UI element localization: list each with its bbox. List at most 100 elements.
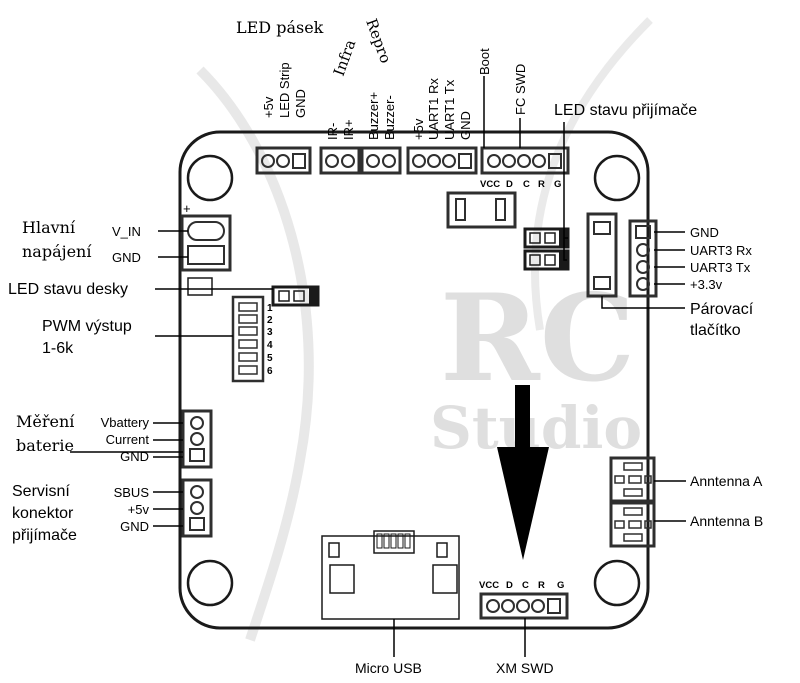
title-line: konektor xyxy=(12,505,74,522)
pwm-numbers: 1 2 3 4 5 6 xyxy=(267,303,273,377)
pin-label: UART3 Rx xyxy=(690,243,752,258)
swd-pin-label: VCC xyxy=(479,580,499,591)
pin-label: Buzzer- xyxy=(382,95,397,140)
board-led-label: LED stavu desky xyxy=(8,281,128,298)
pin-label: UART1 Rx xyxy=(426,78,441,140)
power-pads: + xyxy=(180,201,232,272)
power-title: Hlavní napájení xyxy=(22,218,92,261)
pwm-channel-number: 3 xyxy=(267,327,273,338)
antenna-b-label: Anntenna B xyxy=(690,513,763,529)
watermark: RC Studio xyxy=(196,17,653,642)
pin-label: GND xyxy=(293,89,308,118)
infra-pin-labels: IR- IR+ xyxy=(325,119,356,140)
title-line: Párovací xyxy=(690,301,754,318)
pwm-channel-number: 6 xyxy=(267,366,273,377)
swd-pin-label: G xyxy=(557,580,564,591)
mounting-hole xyxy=(186,559,234,607)
buzzer-pin-labels: Buzzer+ Buzzer- xyxy=(366,92,397,140)
watermark-rc: RC xyxy=(440,268,635,409)
pin-label: GND xyxy=(690,225,719,240)
antenna-a-label: Anntenna A xyxy=(690,473,763,489)
sbus-connector xyxy=(181,478,213,538)
title-line: napájení xyxy=(22,242,92,261)
led-strip-pin-labels: +5v LED Strip GND xyxy=(261,62,308,118)
watermark-swoosh xyxy=(196,66,314,642)
swd-pin-label: D xyxy=(506,580,513,591)
pin-label: Vbattery xyxy=(101,415,150,430)
antenna-b-connector xyxy=(609,501,656,548)
pin-label: GND xyxy=(112,250,141,265)
service-pin-labels: SBUS +5v GND xyxy=(114,485,150,534)
pin-label: +5v xyxy=(261,96,276,118)
battery-title: Měření baterie xyxy=(16,412,75,455)
pin-label: GND xyxy=(458,111,473,140)
led-strip-connector xyxy=(255,146,312,175)
title-line: 1-6k xyxy=(42,340,74,357)
pin-label: GND xyxy=(120,449,149,464)
antenna-a-connector xyxy=(609,456,656,503)
swd-pin-label: R xyxy=(538,580,545,591)
pin-label: IR+ xyxy=(341,119,356,140)
uart3-connector xyxy=(628,219,658,298)
xm-swd-connector xyxy=(479,592,569,620)
title-line: Servisní xyxy=(12,483,70,500)
pwm-channel-number: 2 xyxy=(267,315,273,326)
uart1-connector xyxy=(406,146,478,175)
pin-label: +3.3v xyxy=(690,277,723,292)
pin-label: V_IN xyxy=(112,224,141,239)
pin-label: +5v xyxy=(128,502,150,517)
receiver-led-label: LED stavu přijímače xyxy=(554,102,697,119)
uart1-pin-labels: +5v UART1 Rx UART1 Tx GND xyxy=(411,78,473,140)
swd-pin-label: R xyxy=(538,179,545,190)
swd-pin-label: VCC xyxy=(480,179,500,190)
pwm-header xyxy=(231,295,265,383)
infra-connector xyxy=(319,146,361,175)
pwm-channel-number: 5 xyxy=(267,353,273,364)
leader-lines xyxy=(70,76,686,657)
swd-pin-label: D xyxy=(506,179,513,190)
title-line: Měření xyxy=(16,412,75,431)
micro-usb-label: Micro USB xyxy=(355,660,422,676)
pin-label: +5v xyxy=(411,118,426,140)
xm-swd-label: XM SWD xyxy=(496,660,554,676)
micro-usb-port xyxy=(321,530,460,620)
pin-label: LED Strip xyxy=(277,62,292,118)
uart3-pin-labels: GND UART3 Rx UART3 Tx +3.3v xyxy=(690,225,752,292)
title-line: PWM výstup xyxy=(42,318,132,335)
mounting-hole xyxy=(186,154,234,202)
pin-label: UART1 Tx xyxy=(442,79,457,140)
title-line: baterie xyxy=(16,436,74,455)
pin-label: UART3 Tx xyxy=(690,260,751,275)
battery-pin-labels: Vbattery Current GND xyxy=(101,415,150,464)
mounting-hole xyxy=(593,559,641,607)
power-plus-mark: + xyxy=(183,201,191,216)
board-outline xyxy=(178,130,650,630)
direction-arrow xyxy=(497,385,549,560)
fc-swd-connector xyxy=(480,146,570,175)
battery-connector xyxy=(181,409,213,469)
fc-swd-label: FC SWD xyxy=(513,64,528,115)
pin-label: Current xyxy=(106,432,150,447)
pin-label: Buzzer+ xyxy=(366,92,381,140)
pairing-button-label: Párovací tlačítko xyxy=(690,301,754,339)
boot-pads xyxy=(446,191,517,229)
watermark-swoosh xyxy=(530,17,653,331)
buzzer-connector xyxy=(360,146,402,175)
battery-service-leaders xyxy=(153,422,183,527)
pin-label: IR- xyxy=(325,123,340,140)
pin-label: SBUS xyxy=(114,485,150,500)
fc-swd-pin-labels: VCC D C R G xyxy=(480,179,561,190)
infra-title: Infra xyxy=(330,37,360,78)
repro-title: Repro xyxy=(362,16,395,65)
swd-pin-label: G xyxy=(554,179,561,190)
pwm-channel-number: 1 xyxy=(267,303,273,314)
mounting-hole xyxy=(593,154,641,202)
pin-label: GND xyxy=(120,519,149,534)
service-title: Servisní konektor přijímače xyxy=(12,483,77,544)
title-line: tlačítko xyxy=(690,322,741,339)
power-pin-labels: V_IN GND xyxy=(112,224,141,265)
swd-pin-label: C xyxy=(522,580,529,591)
xm-swd-pin-labels: VCC D C R G xyxy=(479,580,564,591)
